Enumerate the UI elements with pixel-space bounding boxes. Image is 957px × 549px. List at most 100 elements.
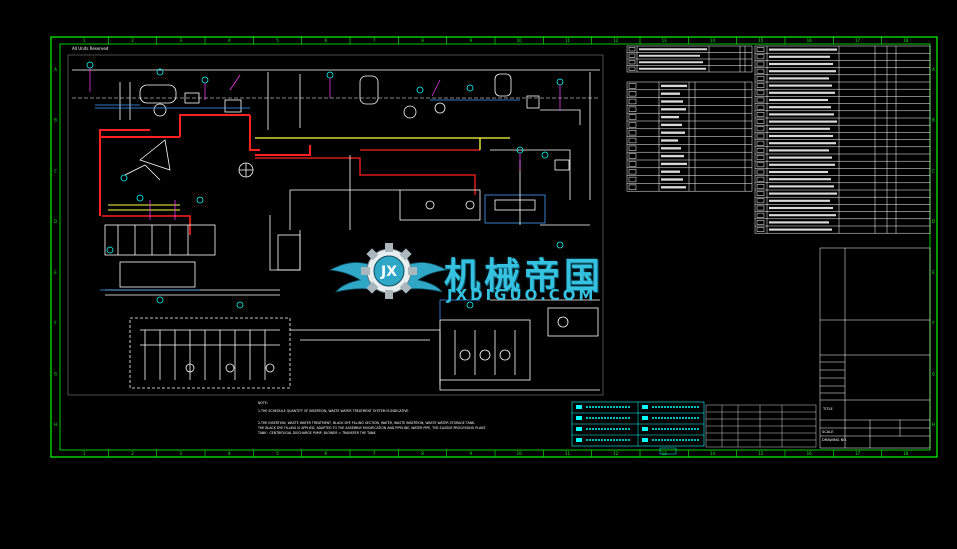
column-number-b: 3 bbox=[180, 451, 183, 456]
column-number-t: 5 bbox=[276, 38, 279, 43]
pid-schematic bbox=[67, 54, 604, 396]
table-cell-text bbox=[661, 108, 686, 111]
table-cell-text bbox=[661, 178, 683, 181]
table-cell-text bbox=[661, 139, 678, 142]
table-symbol bbox=[756, 148, 765, 153]
table-cell-text bbox=[769, 214, 836, 217]
equipment-table-top bbox=[626, 45, 753, 73]
column-number-t: 9 bbox=[470, 38, 473, 43]
table-symbol bbox=[628, 98, 637, 105]
table-symbol bbox=[756, 54, 765, 60]
table-cell-text bbox=[769, 163, 835, 166]
column-number-b: 9 bbox=[470, 451, 473, 456]
row-letter-l: C bbox=[54, 168, 57, 173]
table-cell-text bbox=[769, 178, 831, 181]
stamp-top-left: All Units Reserved bbox=[72, 46, 109, 51]
notes-line-2: 2.THE INSERTION, WASTE WATER TREATMENT, … bbox=[258, 421, 475, 425]
table-cell-text bbox=[661, 147, 681, 150]
table-cell-text bbox=[769, 192, 837, 195]
table-symbol bbox=[628, 130, 637, 136]
row-letter-l: F bbox=[54, 321, 57, 326]
watermark-english-text: JXDIGUO.COM bbox=[447, 286, 597, 304]
table-cell-text bbox=[661, 84, 687, 88]
table-cell-text bbox=[661, 162, 687, 166]
table-cell-text bbox=[769, 142, 836, 145]
table-cell-text bbox=[769, 55, 830, 58]
row-letter-r: B bbox=[932, 118, 935, 123]
table-cell-text bbox=[769, 77, 829, 80]
table-symbol bbox=[756, 198, 765, 204]
table-symbol bbox=[628, 145, 637, 151]
column-number-b: 4 bbox=[228, 451, 231, 456]
table-symbol bbox=[756, 83, 765, 88]
table-symbol bbox=[628, 184, 637, 190]
table-symbol bbox=[756, 140, 765, 146]
table-symbol bbox=[628, 122, 637, 128]
column-number-b: 6 bbox=[325, 451, 328, 456]
table-symbol bbox=[756, 176, 765, 182]
column-number-t: 8 bbox=[421, 38, 424, 43]
table-cell-text bbox=[661, 186, 686, 189]
table-symbol bbox=[628, 153, 637, 159]
table-symbol bbox=[628, 137, 637, 144]
table-symbol bbox=[756, 220, 765, 225]
column-number-t: 7 bbox=[373, 38, 376, 43]
table-cell-text bbox=[769, 98, 828, 102]
table-symbol bbox=[756, 162, 765, 168]
equipment-table-right bbox=[754, 45, 931, 234]
scale-label: SCALE bbox=[822, 430, 834, 434]
table-cell-text bbox=[661, 123, 682, 127]
row-letter-r: G bbox=[932, 371, 935, 376]
table-symbol bbox=[756, 126, 765, 132]
table-symbol bbox=[628, 169, 637, 175]
table-cell-text bbox=[769, 228, 832, 231]
notes-line-1: 1.THE SCHEDULE QUANTITY OF INSERTION, WA… bbox=[258, 409, 409, 413]
row-letter-r: A bbox=[932, 67, 935, 72]
table-cell-text bbox=[769, 199, 830, 202]
title-label: TITLE bbox=[822, 407, 833, 411]
table-cell-text bbox=[661, 115, 679, 119]
table-symbol bbox=[756, 104, 765, 110]
column-number-t: 18 bbox=[903, 38, 909, 43]
column-number-b: 12 bbox=[613, 451, 619, 456]
table-symbol bbox=[628, 176, 637, 183]
table-cell-text bbox=[769, 48, 837, 51]
table-symbol bbox=[756, 184, 765, 189]
table-cell-text bbox=[639, 61, 703, 64]
table-cell-text bbox=[639, 48, 707, 51]
table-symbol bbox=[756, 119, 765, 124]
column-number-b: 5 bbox=[276, 451, 279, 456]
row-letter-l: D bbox=[54, 219, 57, 224]
table-cell-text bbox=[639, 54, 700, 57]
column-number-b: 14 bbox=[710, 451, 716, 456]
watermark-badge-text: JX bbox=[380, 264, 397, 280]
table-symbol bbox=[628, 161, 637, 167]
table-cell-text bbox=[769, 113, 834, 116]
table-symbol bbox=[756, 112, 765, 117]
table-symbol bbox=[756, 205, 765, 211]
table-symbol bbox=[628, 83, 637, 89]
table-cell-text bbox=[769, 91, 835, 94]
watermark-gear-icon: JX bbox=[361, 243, 417, 299]
column-number-b: 2 bbox=[131, 451, 134, 456]
column-number-t: 17 bbox=[855, 38, 861, 43]
row-letter-l: E bbox=[54, 270, 57, 275]
table-cell-text bbox=[769, 149, 829, 152]
table-symbol bbox=[756, 76, 765, 81]
table-cell-text bbox=[769, 120, 837, 123]
column-number-t: 2 bbox=[131, 38, 134, 43]
title-block bbox=[819, 247, 931, 449]
column-number-t: 12 bbox=[613, 38, 619, 43]
table-cell-text bbox=[769, 185, 834, 188]
table-symbol bbox=[756, 90, 765, 96]
column-number-t: 10 bbox=[517, 38, 523, 43]
row-letter-r: H bbox=[932, 422, 935, 427]
revision-block bbox=[705, 404, 817, 448]
table-symbol bbox=[628, 60, 636, 65]
column-number-b: 17 bbox=[855, 451, 861, 456]
table-symbol bbox=[756, 155, 765, 160]
table-symbol bbox=[628, 53, 636, 58]
table-cell-text bbox=[769, 170, 828, 174]
column-number-b: 8 bbox=[421, 451, 424, 456]
